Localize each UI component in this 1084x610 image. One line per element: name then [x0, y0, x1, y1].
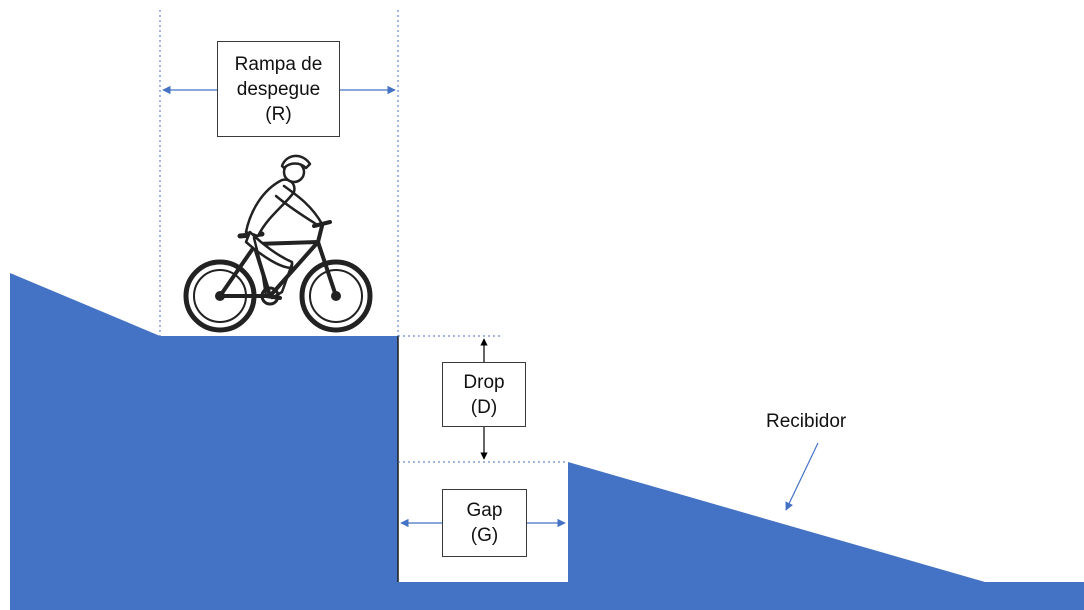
cyclist-on-mountain-bike-icon: [183, 154, 373, 333]
terrain: [10, 273, 1084, 610]
drop-label-box: Drop (D): [442, 362, 526, 427]
gap-label-line2: (G): [470, 525, 499, 546]
ramp-label-line3: (R): [265, 103, 292, 125]
drop-label-line1: Drop: [463, 371, 505, 393]
ramp-label-box: Rampa de despegue (R): [217, 41, 340, 137]
ramp-label-line1: Rampa de: [234, 53, 323, 75]
drop-label-line2: (D): [470, 396, 498, 418]
receiver-label: Recibidor: [766, 411, 847, 432]
guide-lines: [159, 10, 568, 463]
gap-label-box: Gap (G): [442, 489, 527, 557]
ramp-label-line2: despegue: [236, 78, 321, 100]
gap-label-line1: Gap: [466, 500, 503, 521]
receiver-pointer-arrow: [785, 442, 819, 511]
